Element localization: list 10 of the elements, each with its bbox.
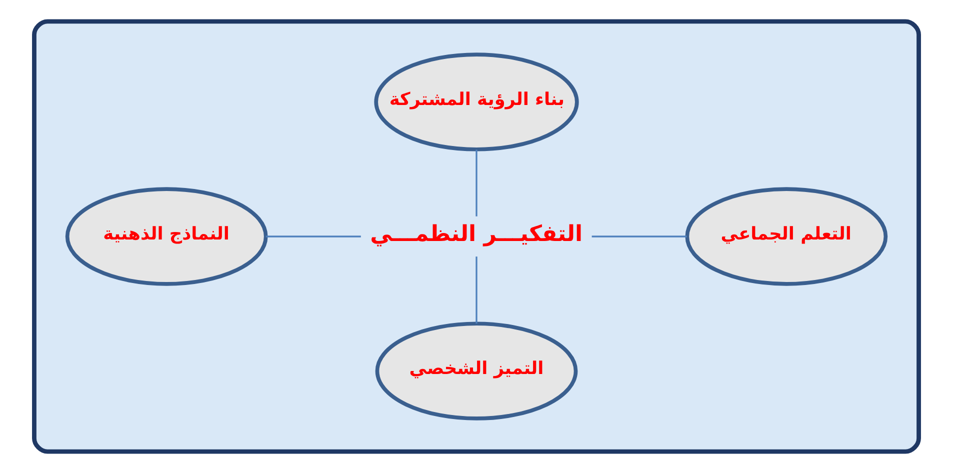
connector <box>476 150 478 216</box>
connector <box>266 236 361 238</box>
node-ellipse: بناء الرؤية المشتركة <box>374 52 579 152</box>
connector <box>592 236 687 238</box>
node-ellipse: التعلم الجماعي <box>685 187 888 286</box>
node-text: التفكيـــر النظمـــي <box>370 222 583 247</box>
cluster <box>32 19 921 454</box>
connector <box>476 256 478 324</box>
node-ellipse: النماذج الذهنية <box>65 187 268 286</box>
node-ellipse: التميز الشخصي <box>375 322 578 420</box>
